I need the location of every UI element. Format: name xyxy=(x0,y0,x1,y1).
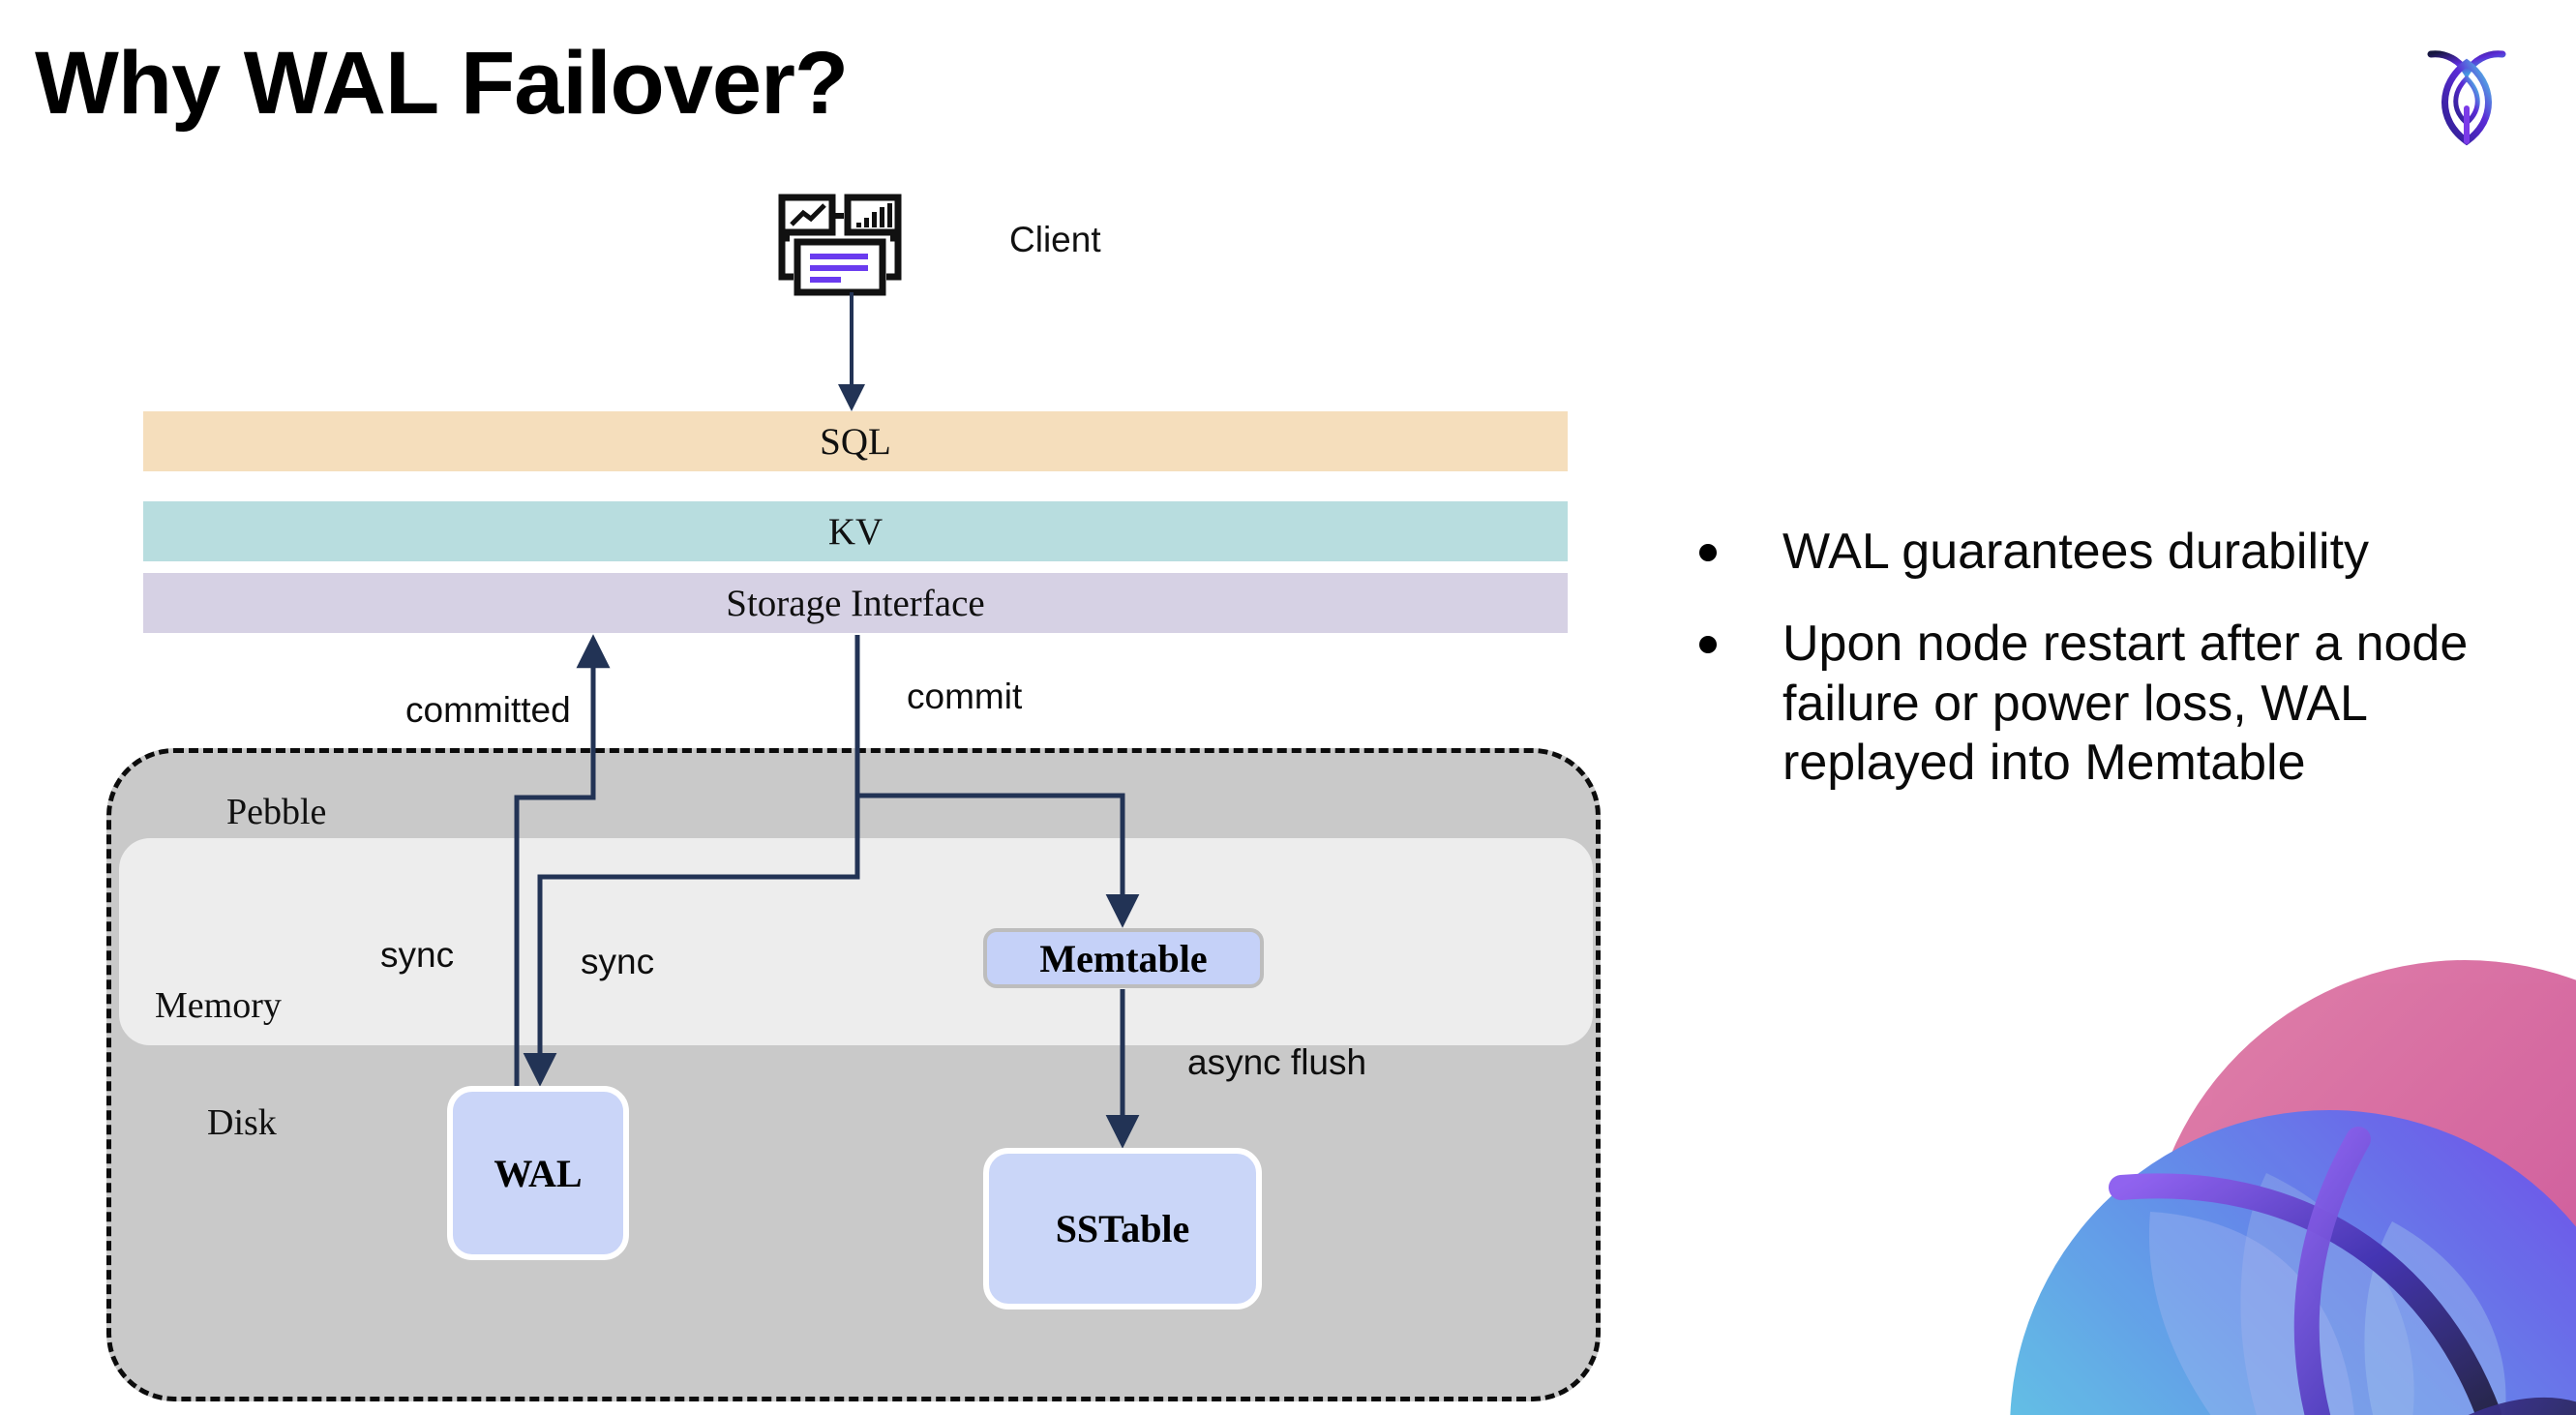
node-wal-label: WAL xyxy=(494,1151,583,1195)
node-sstable-label: SSTable xyxy=(1055,1207,1190,1250)
stack-layer-storage-interface: Storage Interface xyxy=(143,573,1568,633)
edge-label-sync-left: sync xyxy=(380,935,455,975)
edge-label-sync-right: sync xyxy=(581,942,655,981)
list-item: Upon node restart after a node failure o… xyxy=(1699,615,2512,793)
bullet-dot-icon xyxy=(1699,544,1717,561)
page-title: Why WAL Failover? xyxy=(35,34,849,133)
bullet-dot-icon xyxy=(1699,636,1717,654)
cockroachdb-logo xyxy=(2406,33,2528,155)
diagram-connectors xyxy=(514,292,1140,1149)
stack-layer-kv: KV xyxy=(143,501,1568,561)
pebble-label: Pebble xyxy=(226,792,327,832)
node-sstable: SSTable xyxy=(983,1148,1262,1310)
memory-label: Memory xyxy=(155,985,282,1026)
bullet-text: WAL guarantees durability xyxy=(1782,524,2370,580)
bullet-text: Upon node restart after a node failure o… xyxy=(1782,616,2469,792)
edge-label-committed: committed xyxy=(405,690,571,730)
stack-layer-kv-label: KV xyxy=(827,510,884,553)
list-item: WAL guarantees durability xyxy=(1699,523,2512,582)
stack-layer-sql: SQL xyxy=(143,411,1568,471)
edge-label-commit: commit xyxy=(907,677,1023,716)
client-label: Client xyxy=(1009,220,1101,259)
stack-layer-sql-label: SQL xyxy=(820,420,891,463)
node-memtable: Memtable xyxy=(983,928,1264,988)
bullet-list: WAL guarantees durability Upon node rest… xyxy=(1699,523,2512,826)
stack-layer-storage-interface-label: Storage Interface xyxy=(726,582,985,624)
node-wal: WAL xyxy=(447,1086,629,1260)
decorative-logo-graphic xyxy=(1976,931,2576,1415)
disk-label: Disk xyxy=(207,1102,277,1143)
node-memtable-label: Memtable xyxy=(1039,936,1208,980)
client-dashboard-icon xyxy=(774,194,929,310)
edge-label-async-flush: async flush xyxy=(1187,1042,1367,1082)
